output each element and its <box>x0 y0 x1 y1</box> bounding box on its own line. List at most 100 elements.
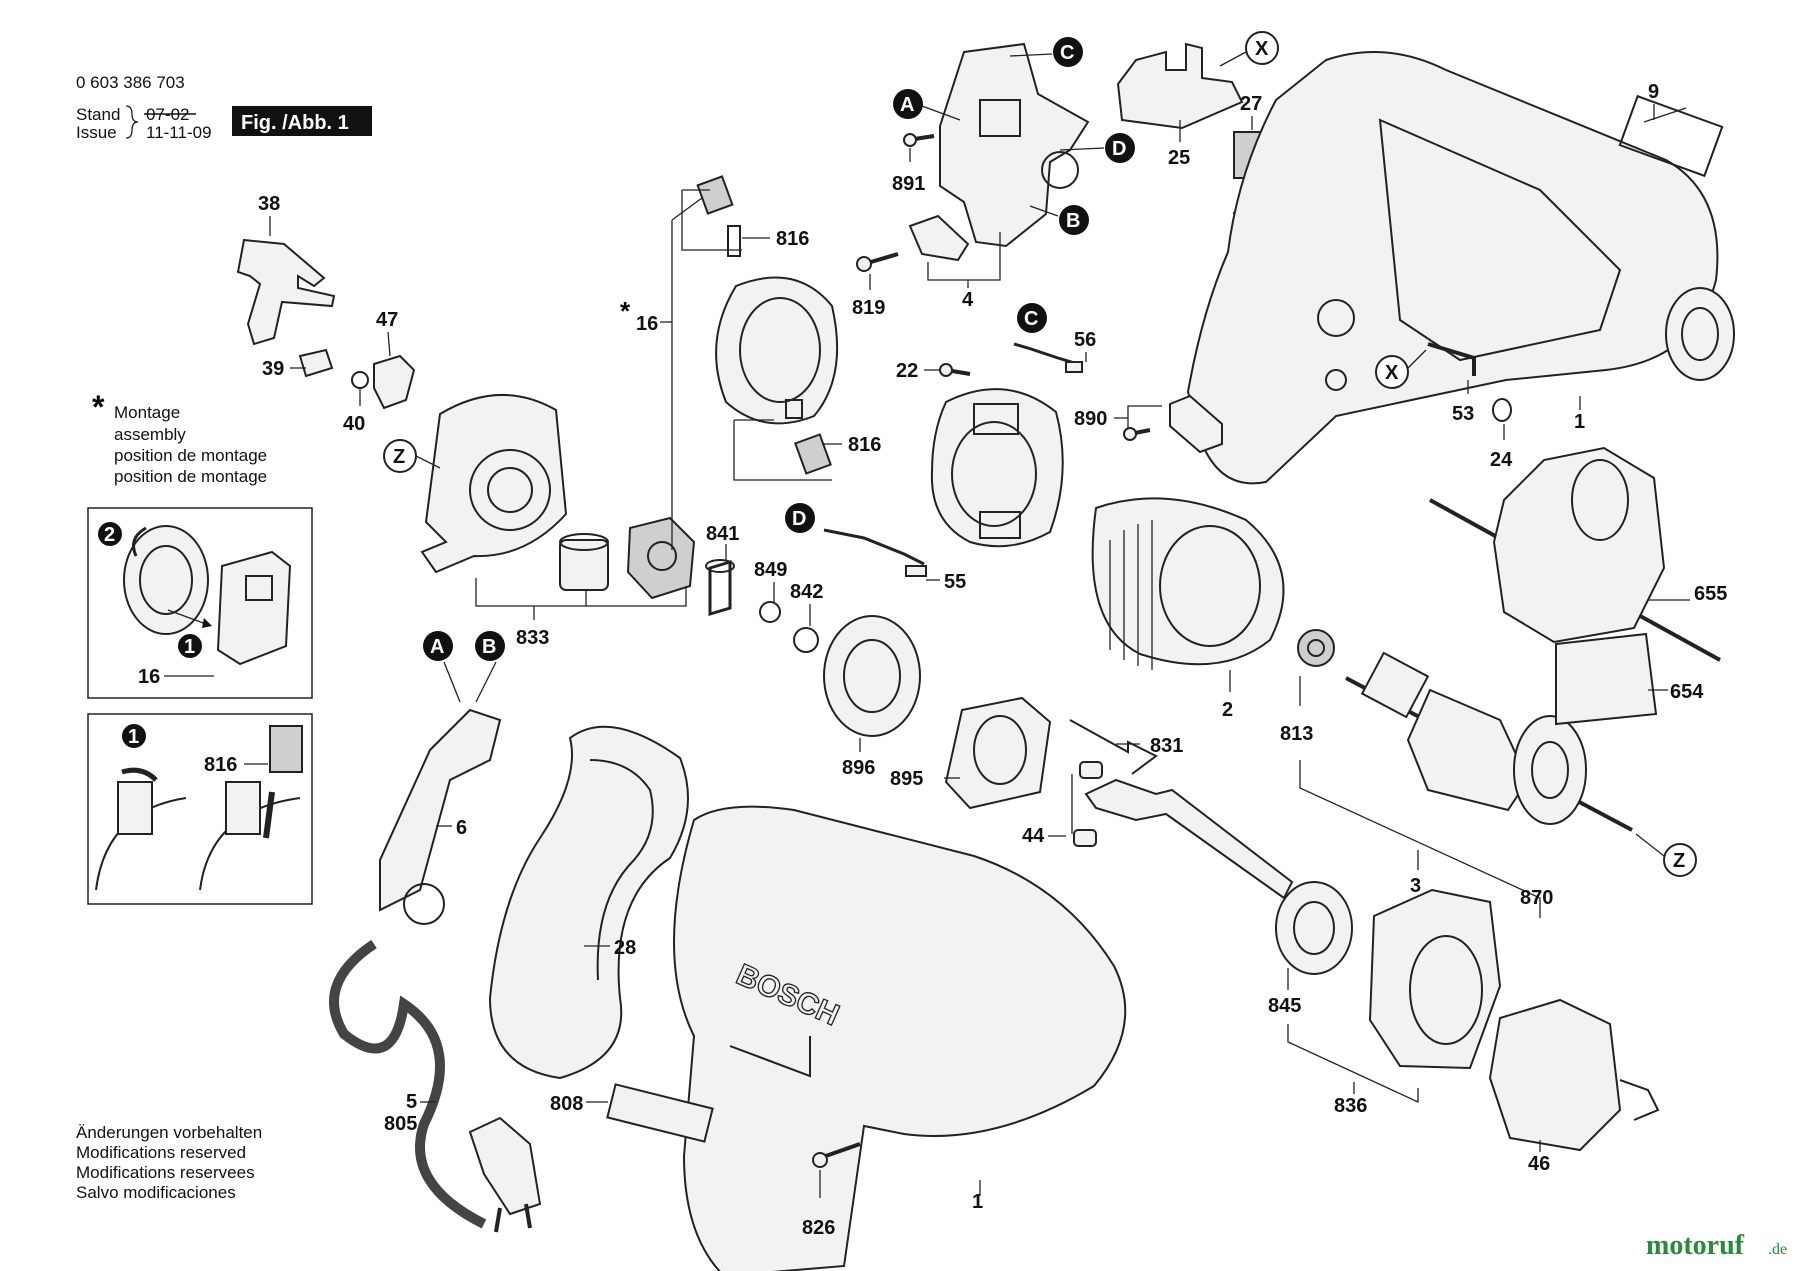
spindle <box>1084 778 1294 900</box>
brush-spring-upper <box>727 225 741 257</box>
step-2-badge <box>98 522 122 546</box>
circlip-849 <box>759 601 781 623</box>
housing-screw-boss <box>1325 369 1347 391</box>
inset2-carbon-brush <box>269 725 303 773</box>
switch-module-wheel <box>1041 151 1079 189</box>
inset-frame-2 <box>87 713 313 905</box>
callout-A-top <box>893 89 923 119</box>
motor-group: 2 813 3 870 Z <box>1091 497 1697 918</box>
label-4: 4 <box>962 289 974 311</box>
label-895: 895 <box>890 768 923 790</box>
spring-53 <box>1427 342 1476 376</box>
plug <box>468 1116 542 1216</box>
callout-C-top-text: C <box>1060 42 1074 64</box>
screw-890-head <box>1123 427 1137 441</box>
label-38: 38 <box>258 193 280 215</box>
lead-D-top <box>1059 147 1105 151</box>
callout-A-cable-text: A <box>430 636 444 658</box>
brush-ring <box>930 388 1064 548</box>
terminal-56-plug <box>1065 361 1083 373</box>
commutator <box>1360 651 1430 719</box>
inset-ring-inner <box>139 545 193 615</box>
figure-label: Fig. /Abb. 1 <box>241 112 349 134</box>
callout-C-mid-text: C <box>1024 308 1038 330</box>
bracket-3-870 <box>1299 760 1541 918</box>
chuck-jaws <box>1619 1079 1660 1121</box>
power-cable-5 <box>329 939 487 1229</box>
bracket-16-line <box>671 197 703 550</box>
bracket-890 <box>1114 405 1162 428</box>
armature-core <box>1406 688 1530 812</box>
lead-833-bracket <box>475 578 687 607</box>
screw-826-head <box>812 1152 828 1168</box>
label-28: 28 <box>614 937 636 959</box>
gear-housing-bore <box>1409 935 1483 1045</box>
slider-part-47 <box>373 354 416 410</box>
handle-grip-654 <box>1555 632 1658 726</box>
label-39: 39 <box>262 358 284 380</box>
label-1-bottom: 1 <box>972 1191 983 1213</box>
carbon-brush-upper <box>696 175 734 215</box>
switch-lock-button <box>908 214 970 262</box>
label-890: 890 <box>1074 408 1107 430</box>
housing-neck-bore <box>1681 307 1719 361</box>
label-891: 891 <box>892 173 925 195</box>
step-1-text: 1 <box>184 636 195 658</box>
label-808: 808 <box>550 1093 583 1115</box>
lead-9-rail <box>1643 107 1687 123</box>
ring-895 <box>944 696 1052 810</box>
lead-47 <box>387 331 391 357</box>
grip-cover-group: 28 <box>488 725 689 1080</box>
cable-protector-clip <box>403 883 445 925</box>
spring-841-top <box>705 559 735 573</box>
washer-24-lower <box>1492 398 1512 422</box>
lead-Z-left <box>415 455 441 469</box>
inset2-arrow-b <box>263 791 275 839</box>
cover-25 <box>1116 42 1244 130</box>
gear-896-hub <box>843 639 901 713</box>
callout-D-mid-text: D <box>792 508 806 530</box>
callout-B-cable-text: B <box>482 636 496 658</box>
stand-label: Stand <box>76 105 120 124</box>
label-5: 5 <box>406 1091 417 1113</box>
callout-A-top-text: A <box>900 94 914 116</box>
needle-bearing <box>559 539 609 591</box>
label-805: 805 <box>384 1113 417 1135</box>
label-842: 842 <box>790 581 823 603</box>
label-25: 25 <box>1168 147 1190 169</box>
callout-Z-right-text: Z <box>1673 850 1685 872</box>
label-1-top: 1 <box>1574 411 1585 433</box>
watermark-suffix: .de <box>1768 1241 1787 1258</box>
label-22: 22 <box>896 360 918 382</box>
main-housing-group: BOSCH 808 826 1 <box>550 805 1127 1271</box>
stator <box>1091 497 1285 666</box>
grip-cover-28 <box>488 725 689 1080</box>
bracket-836 <box>1287 1024 1419 1104</box>
brush-ring-group <box>930 388 1064 548</box>
end-shield-bore <box>469 449 551 531</box>
inset-brush-change: 1 816 <box>87 713 313 905</box>
side-handle-group: 655 654 <box>1429 446 1727 726</box>
inset-arrow-1 <box>167 609 207 625</box>
label-849: 849 <box>754 559 787 581</box>
label-655: 655 <box>1694 583 1727 605</box>
footer-line-2: Modifications reserved <box>76 1143 246 1162</box>
callout-D-mid <box>785 503 815 533</box>
callout-B-cable <box>475 631 505 661</box>
inset-frame-1 <box>87 507 313 699</box>
footer-line-3: Modifications reservees <box>76 1163 255 1182</box>
label-816-upper: 816 <box>776 228 809 250</box>
brush-ring-pocket-top <box>973 403 1019 435</box>
inset-brush-slot <box>245 575 273 601</box>
cable-55 <box>823 528 925 566</box>
label-24-lower: 24 <box>1490 449 1513 471</box>
label-plate-808 <box>606 1083 714 1143</box>
end-shield <box>420 394 568 574</box>
bracket-816-lower <box>733 419 832 481</box>
grip-cover-rib <box>589 759 654 981</box>
label-870: 870 <box>1520 887 1553 909</box>
stator-bore <box>1159 525 1261 647</box>
footer-notice: Änderungen vorbehalten Modifications res… <box>76 1123 262 1202</box>
label-46: 46 <box>1528 1153 1550 1175</box>
label-44: 44 <box>1022 825 1045 847</box>
